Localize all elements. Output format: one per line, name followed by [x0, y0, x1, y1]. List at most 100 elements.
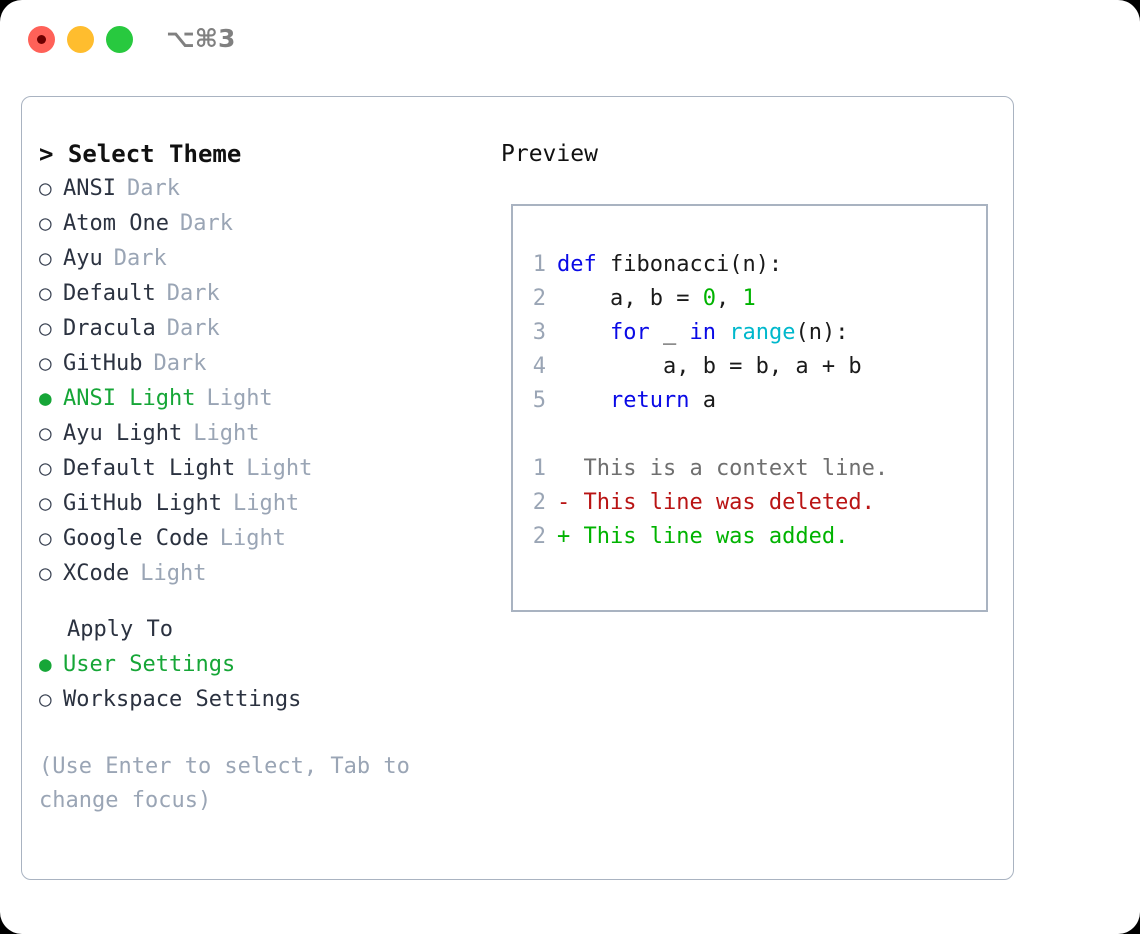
theme-variant-badge: Dark: [179, 211, 233, 236]
preview-title: Preview: [501, 141, 598, 167]
theme-variant-badge: Light: [246, 456, 313, 481]
diff-line-number: 2: [532, 524, 546, 549]
theme-item-label: ANSI Light: [63, 386, 196, 411]
apply-to-option-label: User Settings: [63, 652, 236, 677]
radio-unselected-icon[interactable]: ○: [39, 176, 52, 200]
apply-to-title: Apply To: [67, 617, 173, 642]
code-line: 5 return a: [524, 384, 980, 418]
theme-item-label: Google Code: [63, 526, 209, 551]
theme-item-ayu[interactable]: ○ Ayu Dark: [39, 241, 479, 276]
theme-section-header: > Select Theme: [39, 140, 242, 168]
theme-item-label: Ayu Light: [63, 421, 183, 446]
code-token-pl: [716, 320, 729, 345]
theme-item-label: Default Light: [63, 456, 236, 481]
diff-line-text: + This line was added.: [557, 524, 849, 549]
code-line-number: 4: [532, 354, 546, 379]
radio-unselected-icon[interactable]: ○: [39, 491, 52, 515]
diff-line-text: This is a context line.: [557, 456, 889, 481]
theme-item-ayu-light[interactable]: ○ Ayu Light Light: [39, 416, 479, 451]
theme-item-dracula[interactable]: ○ Dracula Dark: [39, 311, 479, 346]
theme-variant-badge: Dark: [166, 316, 220, 341]
code-line-text: a, b = 0, 1: [557, 282, 756, 316]
radio-unselected-icon[interactable]: ○: [39, 526, 52, 550]
code-line-number: 3: [532, 320, 546, 345]
radio-unselected-icon[interactable]: ○: [39, 421, 52, 445]
code-token-num: 1: [742, 286, 756, 311]
theme-variant-badge: Light: [219, 526, 286, 551]
code-line-text: def fibonacci(n):: [557, 248, 782, 282]
code-token-kw: for: [609, 320, 650, 345]
theme-item-label: GitHub Light: [63, 491, 222, 516]
radio-unselected-icon[interactable]: ○: [39, 351, 52, 375]
theme-item-label: Dracula: [63, 316, 156, 341]
close-window-button[interactable]: [28, 26, 55, 53]
code-line-text: a, b = b, a + b: [557, 350, 862, 384]
diff-line-del: 2- This line was deleted.: [524, 486, 980, 520]
theme-variant-badge: Dark: [126, 176, 180, 201]
theme-variant-badge: Light: [232, 491, 300, 516]
code-line-number: 2: [532, 286, 546, 311]
code-token-kw: return: [609, 388, 690, 413]
code-token-pl: _: [649, 320, 690, 345]
radio-unselected-icon[interactable]: ○: [39, 456, 52, 480]
code-diff-spacer: [524, 418, 980, 452]
radio-unselected-icon[interactable]: ○: [39, 211, 52, 235]
theme-variant-badge: Light: [140, 561, 207, 586]
radio-selected-icon[interactable]: ●: [39, 652, 52, 676]
theme-item-label: Default: [63, 281, 156, 306]
apply-to-option-workspace-settings[interactable]: ○ Workspace Settings: [39, 682, 479, 717]
apply-to-option-label: Workspace Settings: [63, 687, 302, 712]
code-token-kw: def: [557, 252, 597, 277]
radio-selected-icon[interactable]: ●: [39, 386, 52, 410]
radio-unselected-icon[interactable]: ○: [39, 561, 52, 585]
code-token-pl: [557, 320, 610, 345]
diff-line-add: 2 + This line was added.: [524, 520, 980, 554]
theme-item-default[interactable]: ○ Default Dark: [39, 276, 479, 311]
theme-item-label: Atom One: [63, 211, 169, 236]
code-token-pl: ,: [715, 286, 743, 311]
code-token-num: 0: [702, 286, 716, 311]
theme-variant-badge: Dark: [166, 281, 220, 306]
keyboard-shortcut-label: ⌥⌘3: [166, 24, 236, 53]
preview-section: Preview: [501, 137, 991, 171]
theme-item-atom-one[interactable]: ○ Atom One Dark: [39, 206, 479, 241]
diff-line-number: 1: [532, 456, 546, 481]
code-token-pl: fibonacci(n):: [596, 252, 783, 277]
theme-item-google-code[interactable]: ○ Google Code Light: [39, 521, 479, 556]
keyboard-hint-text: (Use Enter to select, Tab to change focu…: [39, 754, 410, 813]
maximize-window-button[interactable]: [106, 26, 133, 53]
code-line: 1 def fibonacci(n):: [524, 248, 980, 282]
code-line-text: return a: [557, 384, 716, 418]
code-token-kw: in: [689, 320, 716, 345]
apply-to-option-user-settings[interactable]: ● User Settings: [39, 647, 479, 682]
code-line: 3 for _ in range(n):: [524, 316, 980, 350]
radio-unselected-icon[interactable]: ○: [39, 316, 52, 340]
diff-line-ctx: 1 This is a context line.: [524, 452, 980, 486]
radio-unselected-icon[interactable]: ○: [39, 687, 52, 711]
code-line-number: 1: [532, 252, 546, 277]
code-line-number: 5: [532, 388, 546, 413]
theme-item-ansi[interactable]: ○ ANSI Dark: [39, 171, 479, 206]
theme-variant-badge: Light: [193, 421, 260, 446]
theme-item-label: ANSI: [63, 176, 116, 201]
window-controls: [28, 26, 133, 53]
theme-item-default-light[interactable]: ○ Default Light Light: [39, 451, 479, 486]
theme-item-github-light[interactable]: ○ GitHub Light Light: [39, 486, 479, 521]
diff-line-number: 2: [532, 490, 546, 515]
code-token-pl: [557, 388, 610, 413]
theme-variant-badge: Dark: [113, 246, 167, 271]
minimize-window-button[interactable]: [67, 26, 94, 53]
apply-to-options: ● User Settings ○ Workspace Settings: [39, 647, 479, 717]
code-line-text: for _ in range(n):: [557, 316, 848, 350]
code-line: 2 a, b = 0, 1: [524, 282, 980, 316]
radio-unselected-icon[interactable]: ○: [39, 281, 52, 305]
radio-unselected-icon[interactable]: ○: [39, 246, 52, 270]
theme-item-label: Ayu: [63, 246, 103, 271]
code-token-pl: (n):: [795, 320, 849, 345]
